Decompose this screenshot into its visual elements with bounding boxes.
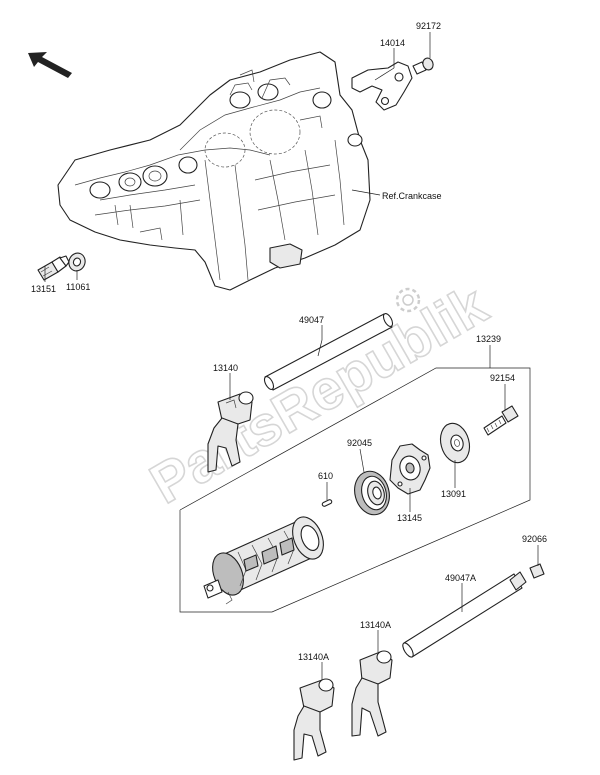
label-13140A-right: 13140A [360, 620, 391, 630]
part-13140A-left-drawing [293, 678, 335, 761]
assembly-13239-outline [179, 367, 531, 613]
part-13151-drawing [37, 255, 70, 281]
label-92066: 92066 [522, 534, 547, 544]
part-92066-drawing [529, 563, 545, 579]
part-49047A-drawing [402, 571, 527, 658]
leader-lines [44, 32, 539, 680]
part-92172-drawing [412, 57, 434, 75]
label-92045: 92045 [347, 438, 372, 448]
label-ref-crankcase: Ref.Crankcase [382, 191, 442, 201]
label-13091: 13091 [441, 489, 466, 499]
label-14014: 14014 [380, 38, 405, 48]
label-49047: 49047 [299, 315, 324, 325]
label-13140: 13140 [213, 363, 238, 373]
part-13140A-right-drawing [351, 650, 393, 737]
part-13091-drawing [439, 422, 471, 464]
part-14014-drawing [351, 61, 413, 111]
part-labels: 92172 14014 Ref.Crankcase 13151 11061 49… [31, 21, 547, 662]
part-49047-drawing [263, 313, 394, 391]
label-13151: 13151 [31, 284, 56, 294]
label-13145: 13145 [397, 513, 422, 523]
part-13140-drawing [207, 391, 254, 473]
label-92154: 92154 [490, 373, 515, 383]
crankcase-drawing [57, 51, 371, 291]
label-13140A-left: 13140A [298, 652, 329, 662]
label-11061: 11061 [66, 282, 90, 292]
label-610: 610 [318, 471, 333, 481]
label-92172: 92172 [416, 21, 441, 31]
part-92045-drawing [354, 470, 390, 516]
part-92154-drawing [483, 405, 519, 436]
part-11061-drawing [68, 252, 86, 272]
front-direction-arrow-icon [28, 52, 72, 78]
part-610-drawing [321, 499, 333, 507]
part-13145-drawing [389, 443, 431, 495]
gear-icon [395, 287, 421, 313]
shift-drum-drawing [203, 516, 324, 605]
label-49047A: 49047A [445, 573, 476, 583]
label-13239: 13239 [476, 334, 501, 344]
